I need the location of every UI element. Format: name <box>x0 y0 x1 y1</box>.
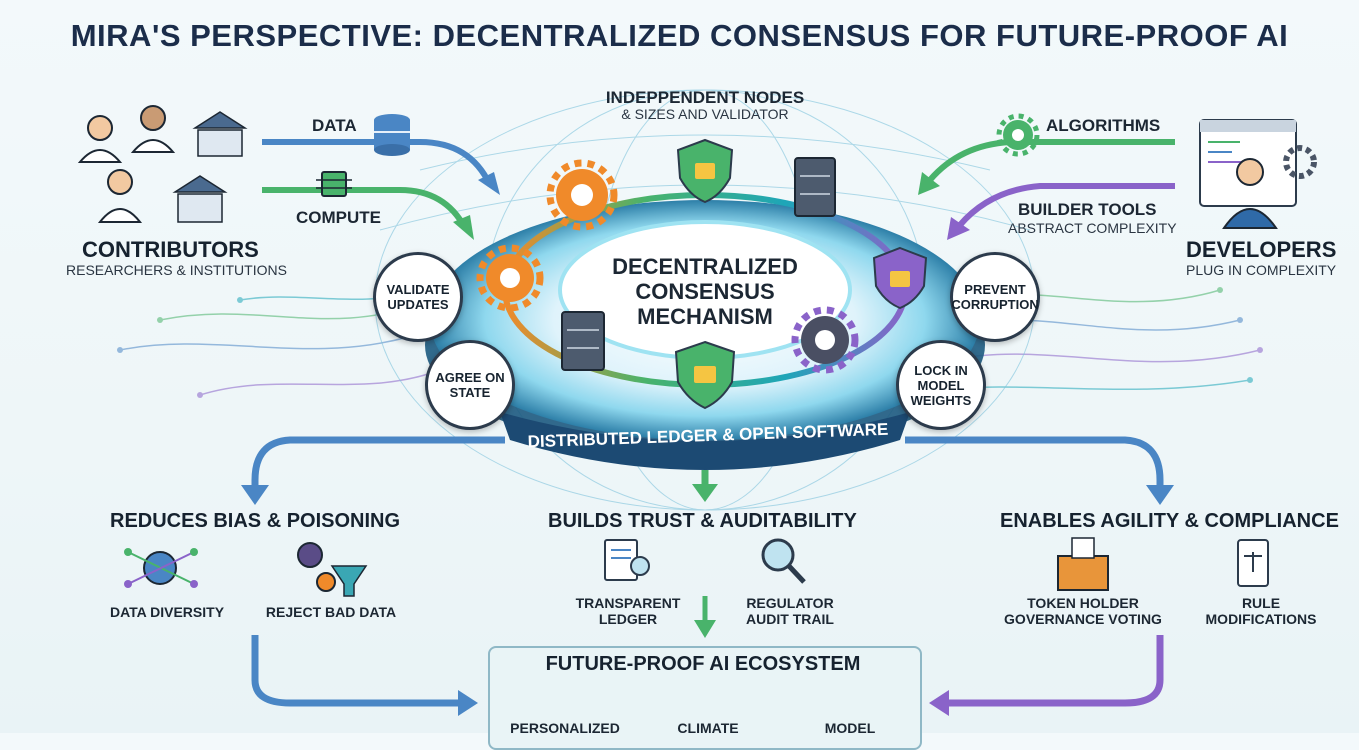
shield-lock-icon <box>676 138 734 204</box>
gear-icon <box>791 306 859 374</box>
outcome-agility-item-2: RULE MODIFICATIONS <box>1205 595 1317 627</box>
outcome-bias-item-2: REJECT BAD DATA <box>265 604 397 620</box>
ecosystem-title: FUTURE-PROOF AI ECOSYSTEM <box>545 653 861 675</box>
output-arrows <box>241 436 1174 716</box>
shield-lock-icon <box>674 340 736 410</box>
ecosystem-item-3: MODEL <box>824 720 876 736</box>
compute-label: COMPUTE <box>296 208 381 227</box>
developers-sub: PLUG IN COMPLEXITY <box>1186 262 1337 278</box>
diagram-canvas <box>77 89 1317 716</box>
chip-icon <box>316 171 352 197</box>
outcome-trust-item-1: TRANSPARENT LEDGER <box>575 595 681 627</box>
outcome-bias-title: REDUCES BIAS & POISONING <box>110 510 401 532</box>
outcome-agility-item-1: TOKEN HOLDER GOVERNANCE VOTING <box>1004 595 1162 627</box>
outcome-trust-title: BUILDS TRUST & AUDITABILITY <box>548 510 857 532</box>
lock-weights-node: LOCK IN MODEL WEIGHTS <box>896 340 986 430</box>
ledger-band-shape <box>500 412 910 470</box>
database-icon <box>374 114 410 156</box>
center-line-2: CONSENSUS <box>635 279 775 304</box>
network-globe-icon <box>124 548 198 588</box>
agree-on-state-node: AGREE ON STATE <box>425 340 515 430</box>
person-scientist-icon <box>77 105 176 223</box>
data-label: DATA <box>312 116 357 135</box>
gear-icon <box>996 113 1040 157</box>
developers-title: DEVELOPERS <box>1186 237 1337 262</box>
algorithms-label: ALGORITHMS <box>1046 116 1161 135</box>
code-window-icon <box>1199 119 1317 229</box>
ecosystem-item-2: CLIMATE <box>677 720 739 736</box>
magnifier-icon <box>761 538 806 584</box>
builder-tools-sub: ABSTRACT COMPLEXITY <box>1008 220 1177 236</box>
center-line-1: DECENTRALIZED <box>612 254 798 279</box>
gear-icon <box>476 244 544 312</box>
ballot-box-icon <box>1057 537 1109 591</box>
validate-updates-node: VALIDATE UPDATES <box>373 252 463 342</box>
contributors-sub: RESEARCHERS & INSTITUTIONS <box>66 262 287 278</box>
contributors-title: CONTRIBUTORS <box>82 237 259 262</box>
prevent-corruption-node: PREVENT CORRUPTION <box>950 252 1040 342</box>
funnel-icon <box>297 542 368 597</box>
bank-icon <box>172 111 248 223</box>
server-icon <box>794 157 836 217</box>
shield-lock-icon <box>872 246 928 310</box>
nodes-sub: & SIZES AND VALIDATOR <box>621 106 789 122</box>
outcome-trust-item-2: REGULATOR AUDIT TRAIL <box>746 595 834 627</box>
document-search-icon <box>604 539 650 581</box>
page-title: MIRA'S PERSPECTIVE: DECENTRALIZED CONSEN… <box>70 18 1289 53</box>
builder-tools-label: BUILDER TOOLS <box>1018 200 1157 219</box>
outcome-bias-item-1: DATA DIVERSITY <box>109 604 225 620</box>
ecosystem-item-1: PERSONALIZED <box>510 720 620 736</box>
outcome-agility-title: ENABLES AGILITY & COMPLIANCE <box>1000 510 1339 532</box>
server-icon <box>561 311 605 371</box>
center-line-3: MECHANISM <box>637 304 773 329</box>
nodes-title: INDEPPENDENT NODES <box>605 88 805 107</box>
gear-icon <box>546 159 618 231</box>
scroll-scale-icon <box>1237 539 1269 587</box>
center-mechanism: DECENTRALIZED CONSENSUS MECHANISM <box>555 254 855 329</box>
